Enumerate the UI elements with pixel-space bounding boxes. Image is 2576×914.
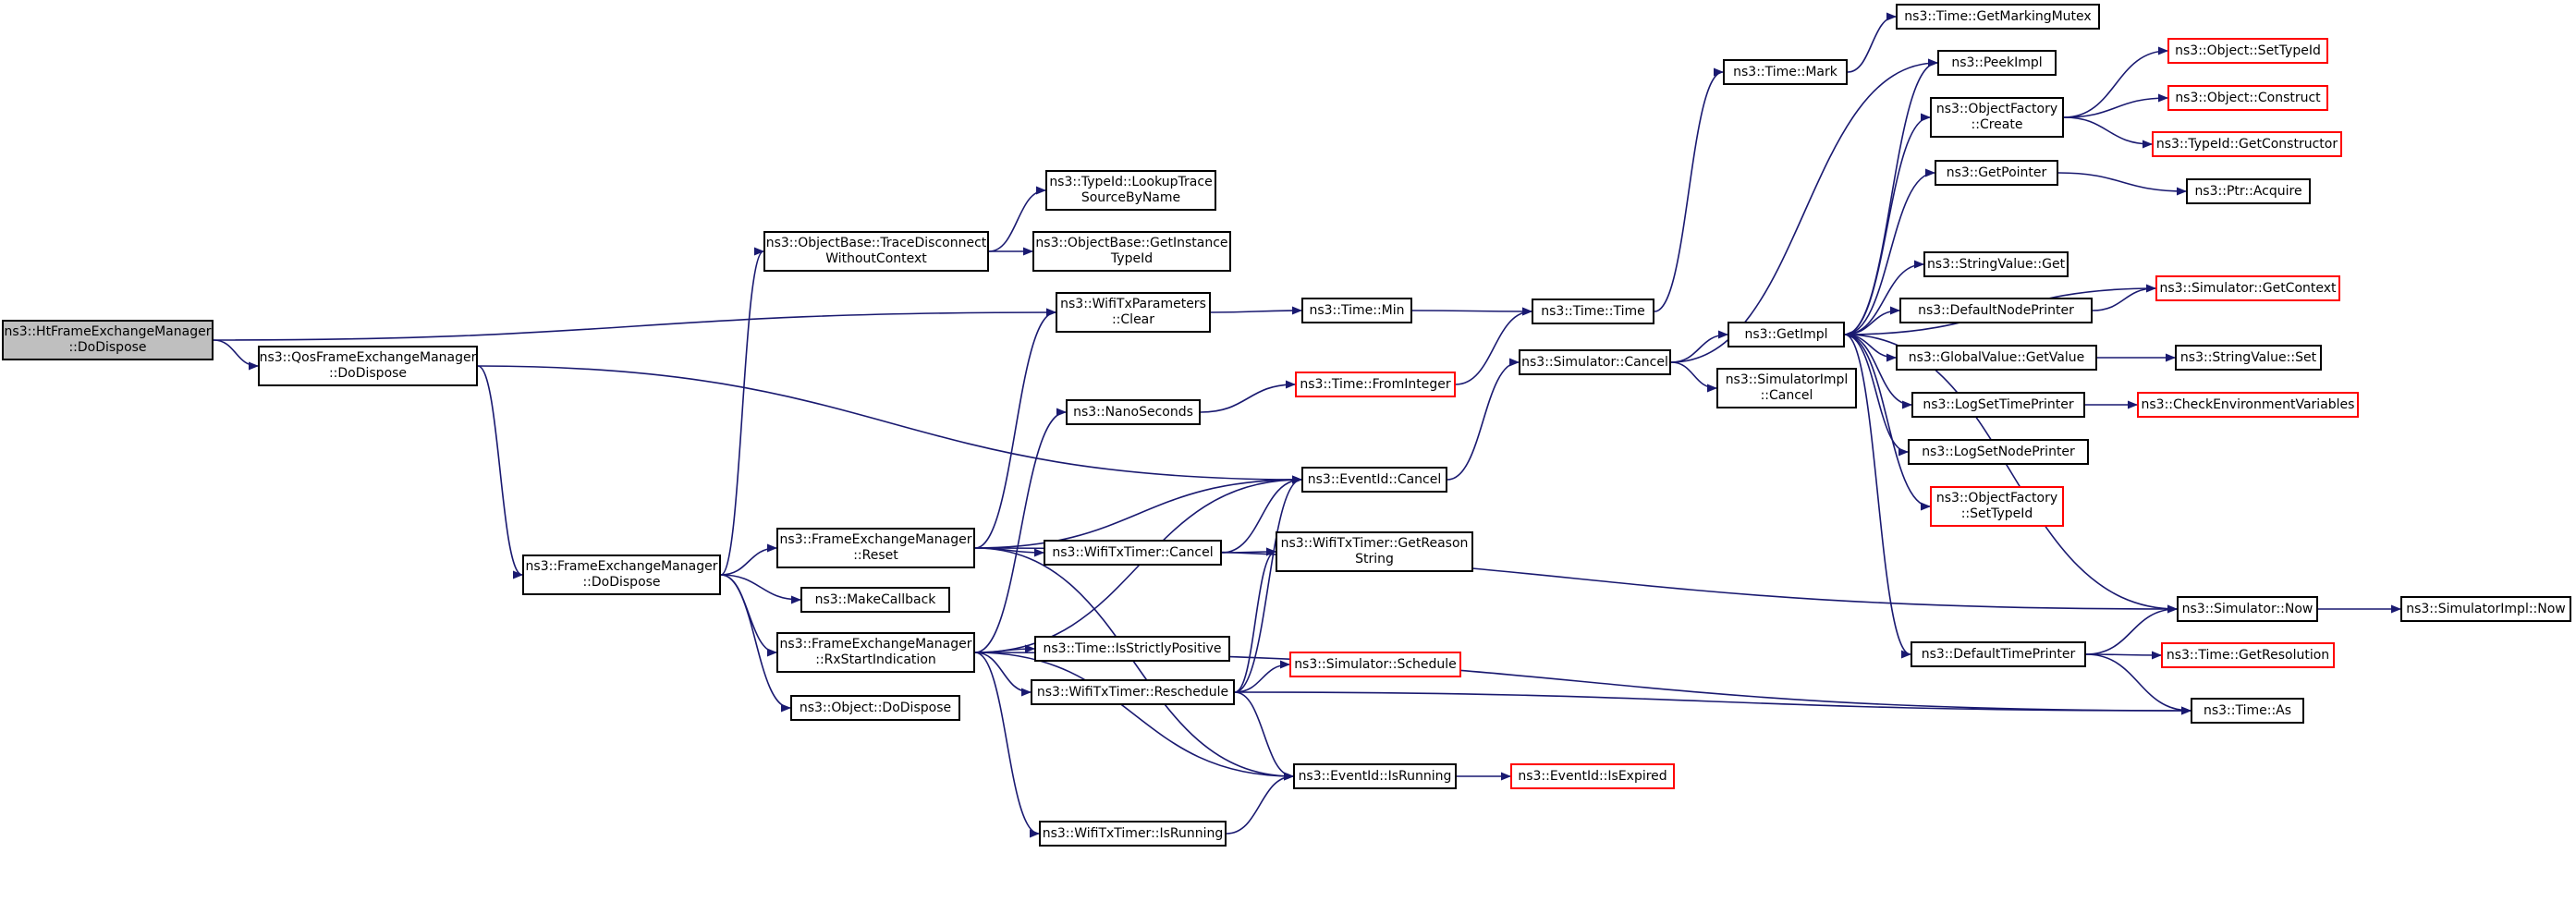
node-peekimpl[interactable]: ns3::PeekImpl xyxy=(1937,50,2057,76)
node-stringvalue-set[interactable]: ns3::StringValue::Set xyxy=(2175,345,2322,371)
call-edge-fem_dd-to-makecb xyxy=(720,574,802,604)
call-edge-fem_rx-to-wtt_resch xyxy=(974,652,1032,697)
node-getpointer[interactable]: ns3::GetPointer xyxy=(1935,160,2058,186)
node-defaulttimeprinter[interactable]: ns3::DefaultTimePrinter xyxy=(1911,641,2086,667)
call-edge-time_mark-to-time_gmm xyxy=(1847,12,1898,73)
call-edge-wtt_resch-to-time_as xyxy=(1234,691,2192,715)
node-nanoseconds[interactable]: ns3::NanoSeconds xyxy=(1066,399,1201,425)
call-edge-sim_cancel-to-peekimpl xyxy=(1670,58,1939,363)
node-eventid-cancel[interactable]: ns3::EventId::Cancel xyxy=(1301,467,1447,493)
call-edge-ht-to-wtp_clear xyxy=(213,308,1057,341)
node-wifitxtimer-cancel[interactable]: ns3::WifiTxTimer::Cancel xyxy=(1044,540,1222,566)
call-edge-fem_reset-to-eid_isrun xyxy=(974,547,1295,781)
node-simulator-cancel[interactable]: ns3::Simulator::Cancel xyxy=(1519,349,1671,375)
call-edge-fem_dd-to-obj_dd xyxy=(720,574,792,713)
node-time-getmarkingmutex[interactable]: ns3::Time::GetMarkingMutex xyxy=(1896,4,2100,30)
node-objectbase-getinstancetypeid[interactable]: ns3::ObjectBase::GetInstance TypeId xyxy=(1032,231,1231,272)
node-checkenvironmentvariables[interactable]: ns3::CheckEnvironmentVariables xyxy=(2137,392,2359,418)
call-edge-wtp_clear-to-time_min xyxy=(1210,306,1303,315)
call-edge-fem_rx-to-nanosec xyxy=(974,408,1068,653)
call-edge-fem_reset-to-eid_cancel xyxy=(974,475,1303,549)
call-edge-dtp-to-sim_now xyxy=(2085,604,2179,655)
node-typeid-getconstructor[interactable]: ns3::TypeId::GetConstructor xyxy=(2152,131,2342,157)
node-frame-exchange-manager-rxstartindication[interactable]: ns3::FrameExchangeManager ::RxStartIndic… xyxy=(776,632,975,673)
node-wifitxtimer-reschedule[interactable]: ns3::WifiTxTimer::Reschedule xyxy=(1031,679,1235,705)
node-frame-exchange-manager-reset[interactable]: ns3::FrameExchangeManager ::Reset xyxy=(776,528,975,568)
call-edge-getimpl-to-lsnp xyxy=(1844,334,1910,457)
call-edge-wtt_resch-to-eid_cancel xyxy=(1234,475,1303,693)
call-edge-fem_dd-to-obtdc xyxy=(720,247,765,576)
node-wifitxtimer-isrunning[interactable]: ns3::WifiTxTimer::IsRunning xyxy=(1039,821,1227,847)
node-eventid-isrunning[interactable]: ns3::EventId::IsRunning xyxy=(1293,763,1457,789)
node-object-settypeid[interactable]: ns3::Object::SetTypeId xyxy=(2167,38,2328,64)
call-edge-getimpl-to-of_create xyxy=(1844,113,1932,335)
node-time-frominteger[interactable]: ns3::Time::FromInteger xyxy=(1295,372,1456,397)
call-edge-obtdc-to-typeid_lt xyxy=(988,186,1047,252)
call-edge-qos-to-eid_cancel xyxy=(477,365,1303,484)
call-edge-wtt_isrun-to-eid_isrun xyxy=(1226,772,1295,835)
node-ptr-acquire[interactable]: ns3::Ptr::Acquire xyxy=(2186,178,2311,204)
node-wifitxparameters-clear[interactable]: ns3::WifiTxParameters ::Clear xyxy=(1056,292,1211,333)
node-time-mark[interactable]: ns3::Time::Mark xyxy=(1723,59,1848,85)
node-simulatorimpl-cancel[interactable]: ns3::SimulatorImpl ::Cancel xyxy=(1716,368,1857,408)
call-edge-getimpl-to-getptr xyxy=(1844,168,1936,335)
node-object-construct[interactable]: ns3::Object::Construct xyxy=(2167,85,2328,111)
node-objectfactory-create[interactable]: ns3::ObjectFactory ::Create xyxy=(1930,97,2064,138)
node-logsetnodeprinter[interactable]: ns3::LogSetNodePrinter xyxy=(1908,439,2089,465)
call-edge-dtp-to-time_gr xyxy=(2085,651,2163,660)
call-edge-time_fi-to-time_time xyxy=(1455,307,1533,385)
call-edge-fem_rx-to-eid_isrun xyxy=(974,652,1295,781)
call-edge-fem_rx-to-wtt_isrun xyxy=(974,652,1041,838)
node-time-getresolution[interactable]: ns3::Time::GetResolution xyxy=(2161,642,2335,668)
call-edge-of_create-to-obj_sti xyxy=(2063,46,2169,118)
node-time-isstrictlypositive[interactable]: ns3::Time::IsStrictlyPositive xyxy=(1034,636,1230,662)
call-edge-wtt_resch-to-wtt_grs xyxy=(1234,547,1277,693)
call-edge-dtp-to-time_as xyxy=(2085,653,2192,715)
call-edge-nanosec-to-time_fi xyxy=(1200,380,1297,413)
node-frame-exchange-manager-dodispose[interactable]: ns3::FrameExchangeManager ::DoDispose xyxy=(522,554,721,595)
call-edge-getimpl-to-dtp xyxy=(1844,334,1912,659)
call-edge-getimpl-to-lstp xyxy=(1844,334,1913,409)
node-qos-frame-exchange-manager-dodispose[interactable]: ns3::QosFrameExchangeManager ::DoDispose xyxy=(258,346,478,386)
call-edge-qos-to-fem_dd xyxy=(477,365,524,579)
node-eventid-isexpired[interactable]: ns3::EventId::IsExpired xyxy=(1510,763,1675,789)
call-edge-fem_reset-to-wtp_clear xyxy=(974,308,1057,549)
call-edge-getptr-to-ptr_acq xyxy=(2057,172,2188,196)
node-defaultnodeprinter[interactable]: ns3::DefaultNodePrinter xyxy=(1899,298,2093,323)
node-objectbase-tracedisconnect-withoutcontext[interactable]: ns3::ObjectBase::TraceDisconnect Without… xyxy=(763,231,989,272)
call-edge-ht-to-qos xyxy=(213,339,260,371)
node-objectfactory-settypeid[interactable]: ns3::ObjectFactory ::SetTypeId xyxy=(1930,486,2064,527)
call-edge-fem_dd-to-fem_reset xyxy=(720,543,778,576)
node-time-as[interactable]: ns3::Time::As xyxy=(2191,698,2304,724)
node-simulator-getcontext[interactable]: ns3::Simulator::GetContext xyxy=(2155,275,2340,301)
node-time-time[interactable]: ns3::Time::Time xyxy=(1532,299,1654,324)
node-getimpl[interactable]: ns3::GetImpl xyxy=(1728,322,1845,347)
node-ht-frame-exchange-manager-dodispose: ns3::HtFrameExchangeManager ::DoDispose xyxy=(2,320,214,360)
call-edge-getimpl-to-of_sti xyxy=(1844,334,1932,511)
node-simulatorimpl-now[interactable]: ns3::SimulatorImpl::Now xyxy=(2400,596,2571,622)
node-stringvalue-get[interactable]: ns3::StringValue::Get xyxy=(1923,251,2069,277)
call-edge-eid_cancel-to-sim_cancel xyxy=(1447,358,1520,481)
call-edge-sim_cancel-to-simimpl_c xyxy=(1670,361,1718,393)
call-edge-wtt_resch-to-sim_sched xyxy=(1234,660,1291,693)
node-object-dodispose[interactable]: ns3::Object::DoDispose xyxy=(790,695,960,721)
call-edge-getimpl-to-sv_get xyxy=(1844,260,1925,335)
call-edge-of_create-to-obj_con xyxy=(2063,93,2169,118)
node-makecallback[interactable]: ns3::MakeCallback xyxy=(800,587,950,613)
node-simulator-now[interactable]: ns3::Simulator::Now xyxy=(2177,596,2318,622)
node-wifitxtimer-getreasonstring[interactable]: ns3::WifiTxTimer::GetReason String xyxy=(1276,531,1473,572)
node-simulator-schedule[interactable]: ns3::Simulator::Schedule xyxy=(1289,652,1461,677)
node-time-min[interactable]: ns3::Time::Min xyxy=(1301,298,1412,323)
call-edge-time_time-to-time_mark xyxy=(1654,67,1725,312)
call-edge-of_create-to-tid_gc xyxy=(2063,116,2154,149)
node-typeid-lookuptracesourcebyname[interactable]: ns3::TypeId::LookupTrace SourceByName xyxy=(1045,170,1216,211)
node-logsettimeprinter[interactable]: ns3::LogSetTimePrinter xyxy=(1911,392,2085,418)
node-globalvalue-getvalue[interactable]: ns3::GlobalValue::GetValue xyxy=(1896,345,2097,371)
call-edge-wtt_cancel-to-eid_cancel xyxy=(1221,475,1303,554)
